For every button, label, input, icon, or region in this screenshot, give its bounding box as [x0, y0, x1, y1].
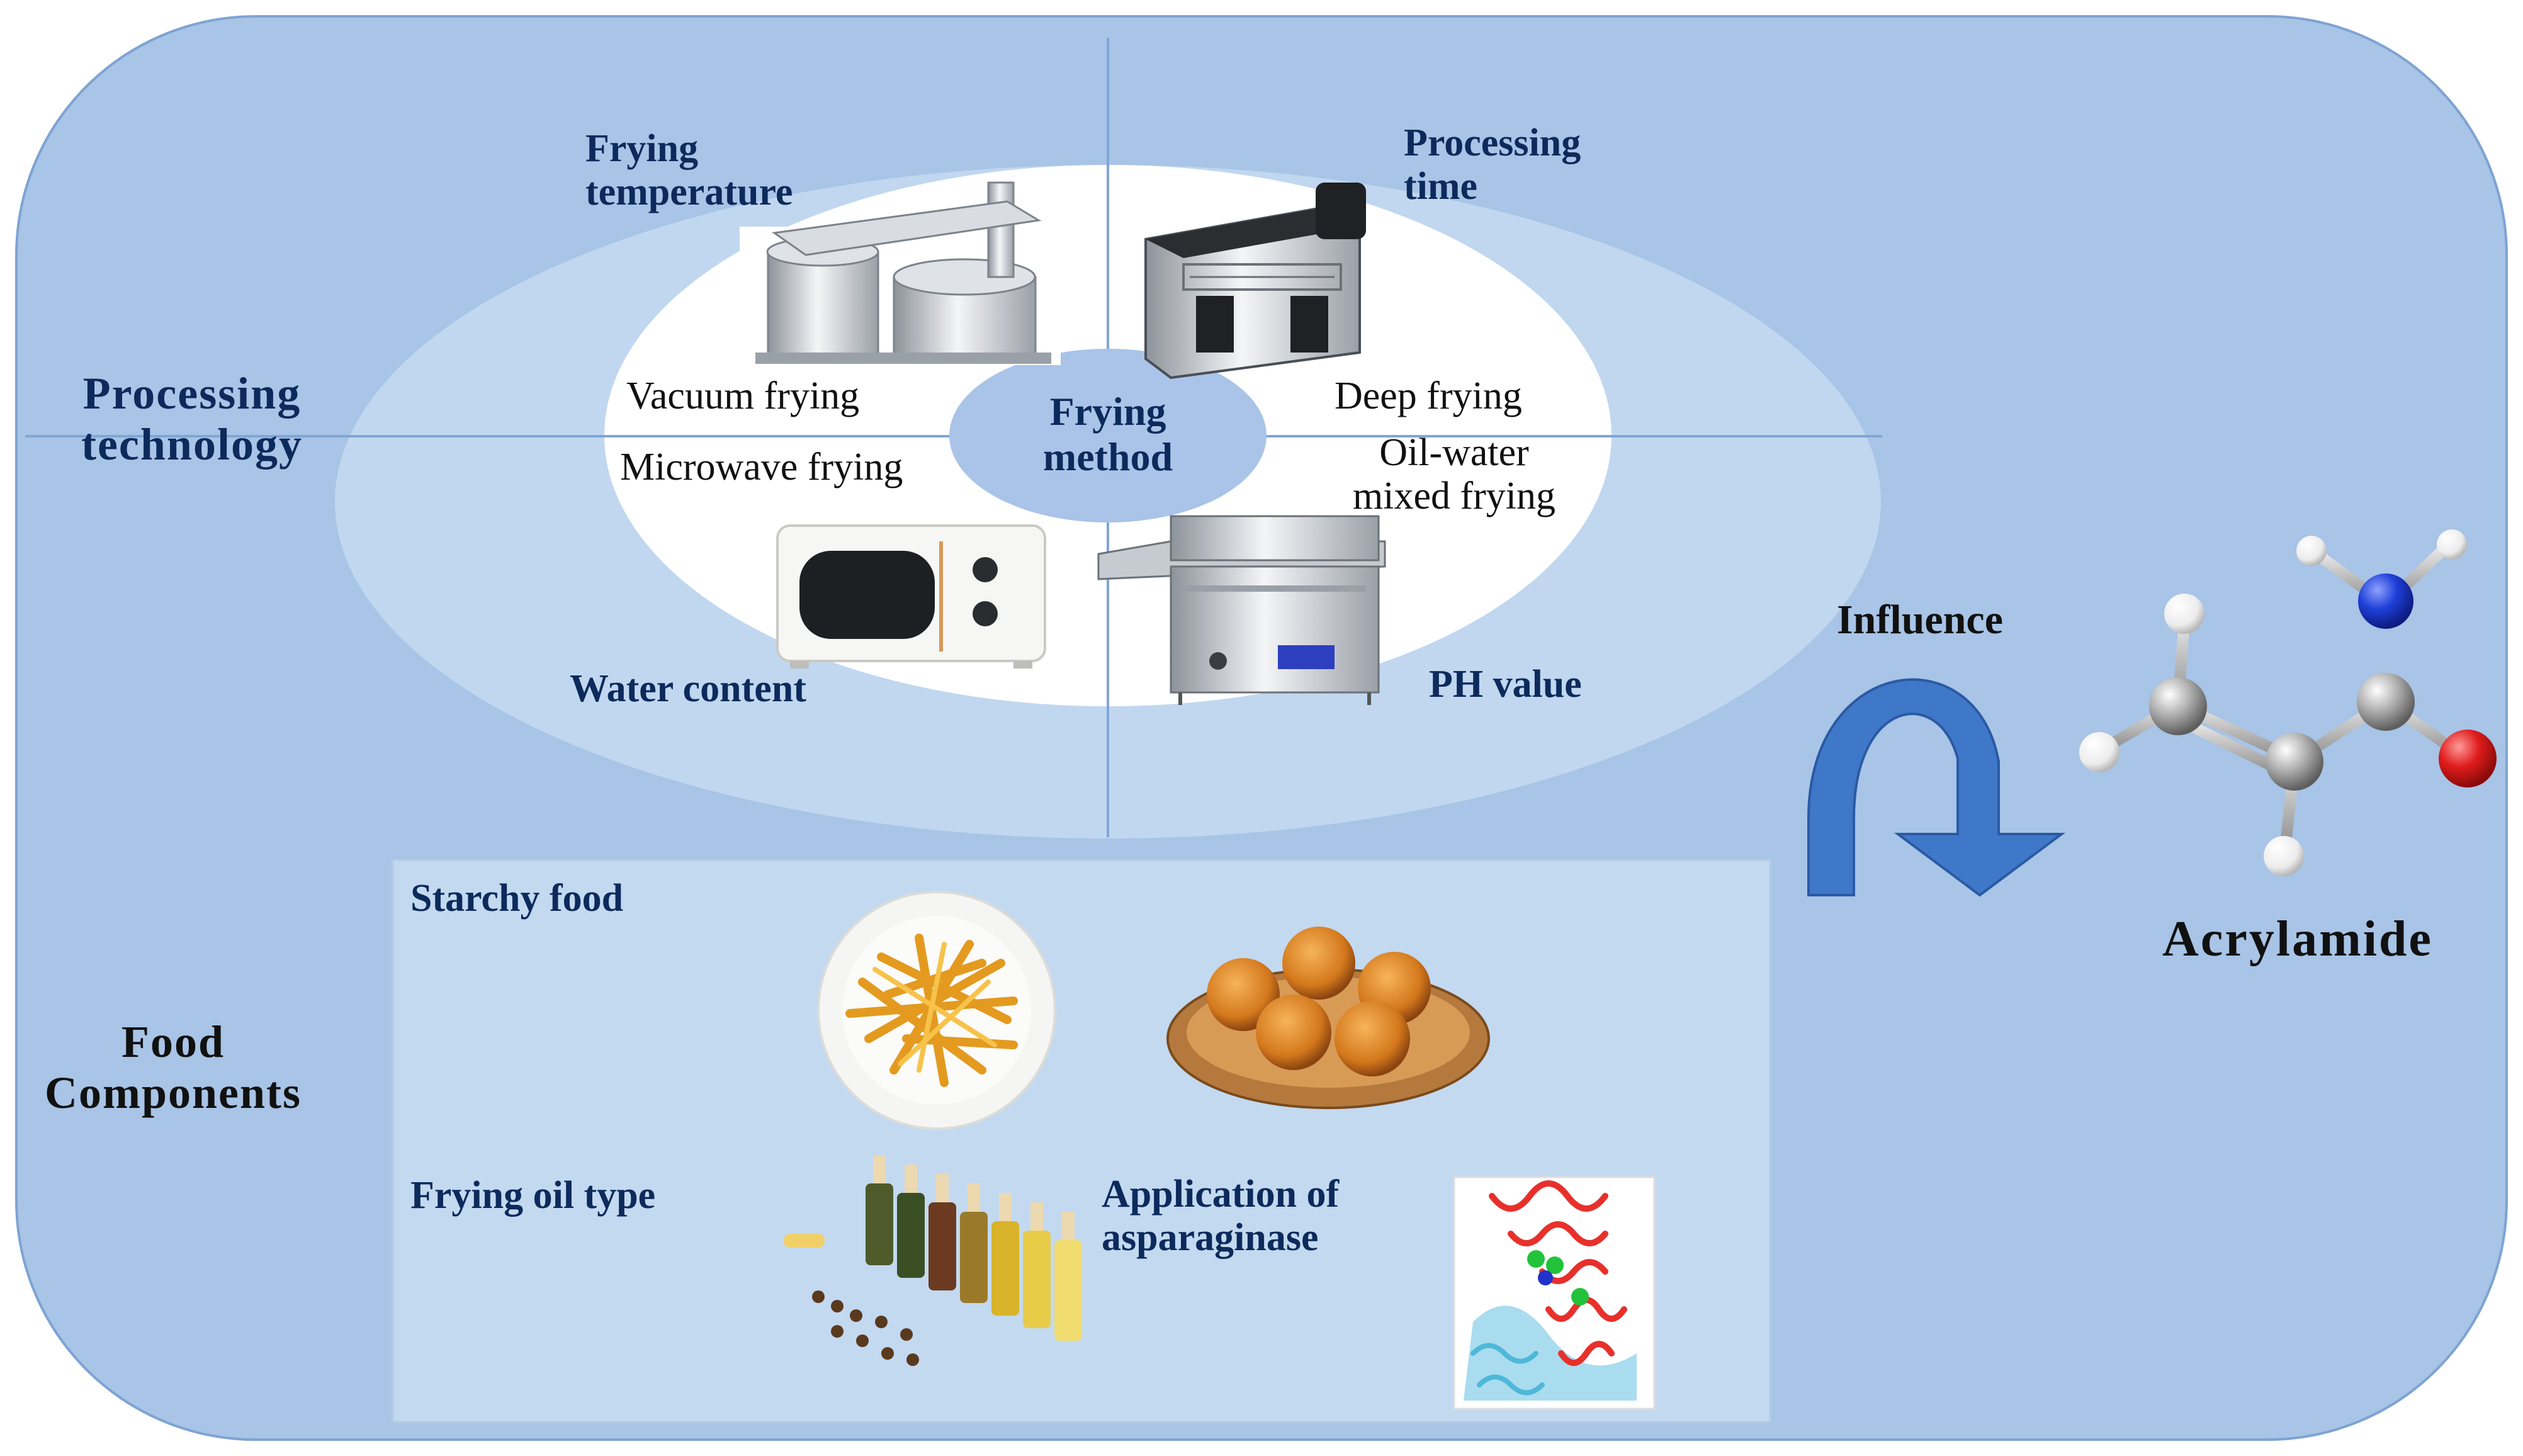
- frying-method-label: Frying method: [1042, 389, 1173, 479]
- vacuum-fryer-image: [740, 181, 1061, 365]
- frying-oil-type-label: Frying oil type: [410, 1174, 656, 1217]
- deep-fryer-image: [1144, 183, 1366, 380]
- hydrogen-atom: [2296, 536, 2327, 566]
- baked-buns-image: [1166, 927, 1490, 1109]
- microwave-frying-label: Microwave frying: [620, 446, 903, 488]
- hydrogen-atom: [2164, 594, 2204, 634]
- processing-technology-label: Processing technology: [81, 368, 303, 470]
- microwave-image: [776, 524, 1046, 669]
- acrylamide-molecule: [2079, 529, 2497, 876]
- oil-water-fryer-image: [1097, 515, 1386, 705]
- water-content-label: Water content: [570, 667, 806, 710]
- frying-temperature-label: Frying temperature: [585, 127, 793, 214]
- nitrogen-atom: [2358, 573, 2413, 629]
- french-fries-image: [817, 891, 1056, 1130]
- hydrogen-atom: [2437, 529, 2467, 560]
- hydrogen-atom: [2079, 732, 2119, 772]
- starchy-food-label: Starchy food: [410, 877, 624, 920]
- processing-time-label: Processing time: [1404, 121, 1581, 208]
- carbon-atom: [2357, 673, 2415, 731]
- center-ellipse: [949, 349, 1267, 522]
- acrylamide-label: Acrylamide: [2162, 911, 2433, 967]
- oil-bottles-image: [784, 1155, 1082, 1366]
- carbon-atom: [2266, 733, 2323, 791]
- oxygen-atom: [2439, 730, 2497, 787]
- hydrogen-atom: [2264, 836, 2304, 876]
- vacuum-frying-label: Vacuum frying: [626, 375, 860, 417]
- oil-water-mixed-frying-label: Oil-water mixed frying: [1353, 431, 1555, 518]
- carbon-atom: [2149, 677, 2207, 735]
- deep-frying-label: Deep frying: [1335, 375, 1522, 417]
- asparaginase-protein-image: [1453, 1176, 1656, 1410]
- influence-arrow: [1807, 678, 2066, 897]
- ph-value-label: PH value: [1429, 663, 1582, 706]
- application-of-asparaginase-label: Application of asparaginase: [1102, 1173, 1340, 1260]
- food-components-label: Food Components: [44, 1017, 302, 1118]
- influence-label: Influence: [1837, 597, 2003, 643]
